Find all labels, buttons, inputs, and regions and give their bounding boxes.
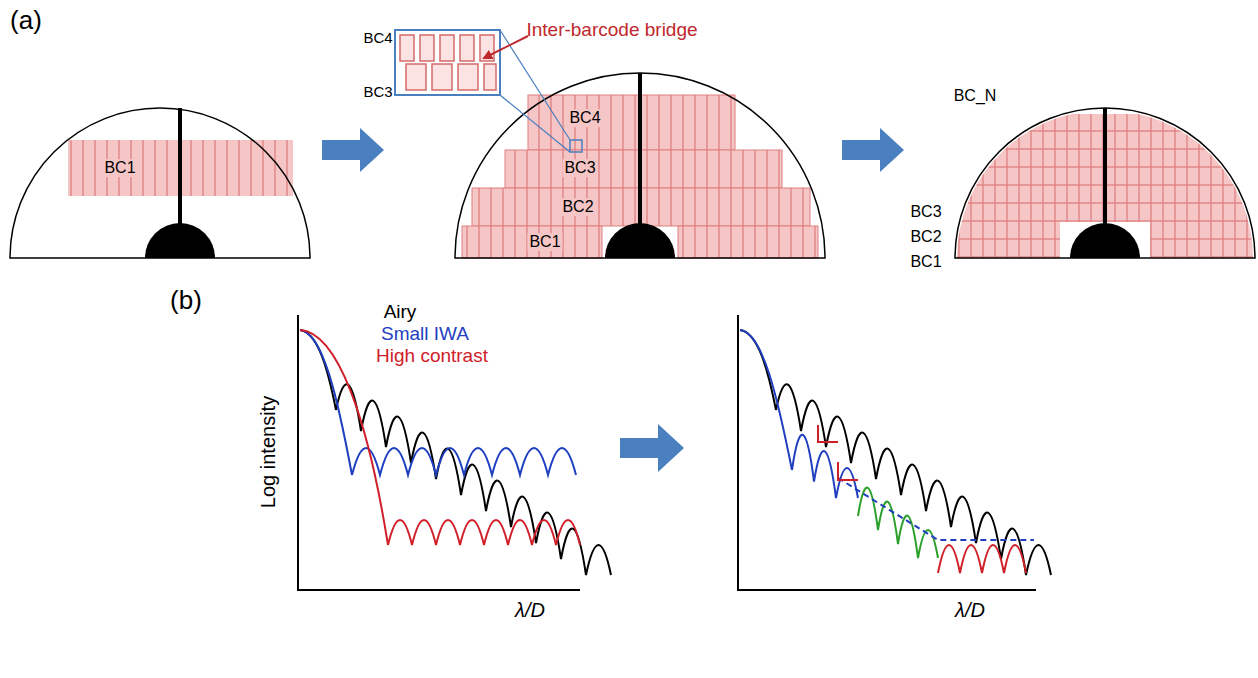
pupil-1 bbox=[10, 108, 310, 258]
transition-curve bbox=[858, 488, 938, 558]
label: BC_N bbox=[954, 87, 997, 105]
pupil-2 bbox=[395, 30, 825, 258]
label: BC1 bbox=[527, 233, 562, 251]
label: BC1 bbox=[102, 159, 137, 177]
small-iwa-curve bbox=[352, 448, 576, 475]
label: (b) bbox=[170, 286, 202, 315]
label: BC1 bbox=[910, 253, 941, 271]
step-mark bbox=[838, 462, 858, 480]
label: BC3 bbox=[562, 159, 597, 177]
label: λ/D bbox=[955, 599, 985, 621]
step-arrow bbox=[620, 424, 684, 472]
pupil-3 bbox=[955, 108, 1255, 258]
small-iwa-curve bbox=[300, 330, 352, 475]
envelope-line bbox=[838, 478, 1034, 540]
label: Inter-barcode bridge bbox=[526, 20, 697, 41]
label: BC2 bbox=[560, 198, 595, 216]
airy-curve bbox=[740, 330, 776, 410]
plot-axes bbox=[298, 315, 1036, 590]
airy-curve bbox=[776, 384, 1051, 575]
high-contrast-curve bbox=[388, 520, 580, 545]
label: Log intensity bbox=[257, 396, 279, 508]
label: BC3 bbox=[910, 203, 941, 221]
step-arrow bbox=[322, 128, 384, 172]
high-contrast-curve bbox=[300, 330, 388, 545]
legend-entry: Small IWA bbox=[381, 324, 469, 345]
label: λ/D bbox=[515, 599, 545, 621]
small-iwa-curve bbox=[740, 330, 792, 470]
small-iwa-curve bbox=[792, 435, 858, 498]
legend-entry: Airy bbox=[384, 302, 417, 323]
legend-entry: High contrast bbox=[376, 346, 488, 367]
label: BC2 bbox=[910, 228, 941, 246]
label: BC4 bbox=[363, 30, 392, 47]
airy-curve bbox=[336, 384, 611, 575]
intensity-curves bbox=[300, 330, 1051, 575]
label: (a) bbox=[10, 6, 42, 35]
label: BC4 bbox=[567, 109, 602, 127]
step-mark bbox=[818, 425, 838, 442]
step-arrow bbox=[842, 128, 904, 172]
label: BC3 bbox=[363, 84, 392, 101]
high-contrast-curve bbox=[938, 545, 1026, 573]
airy-curve bbox=[300, 330, 336, 410]
